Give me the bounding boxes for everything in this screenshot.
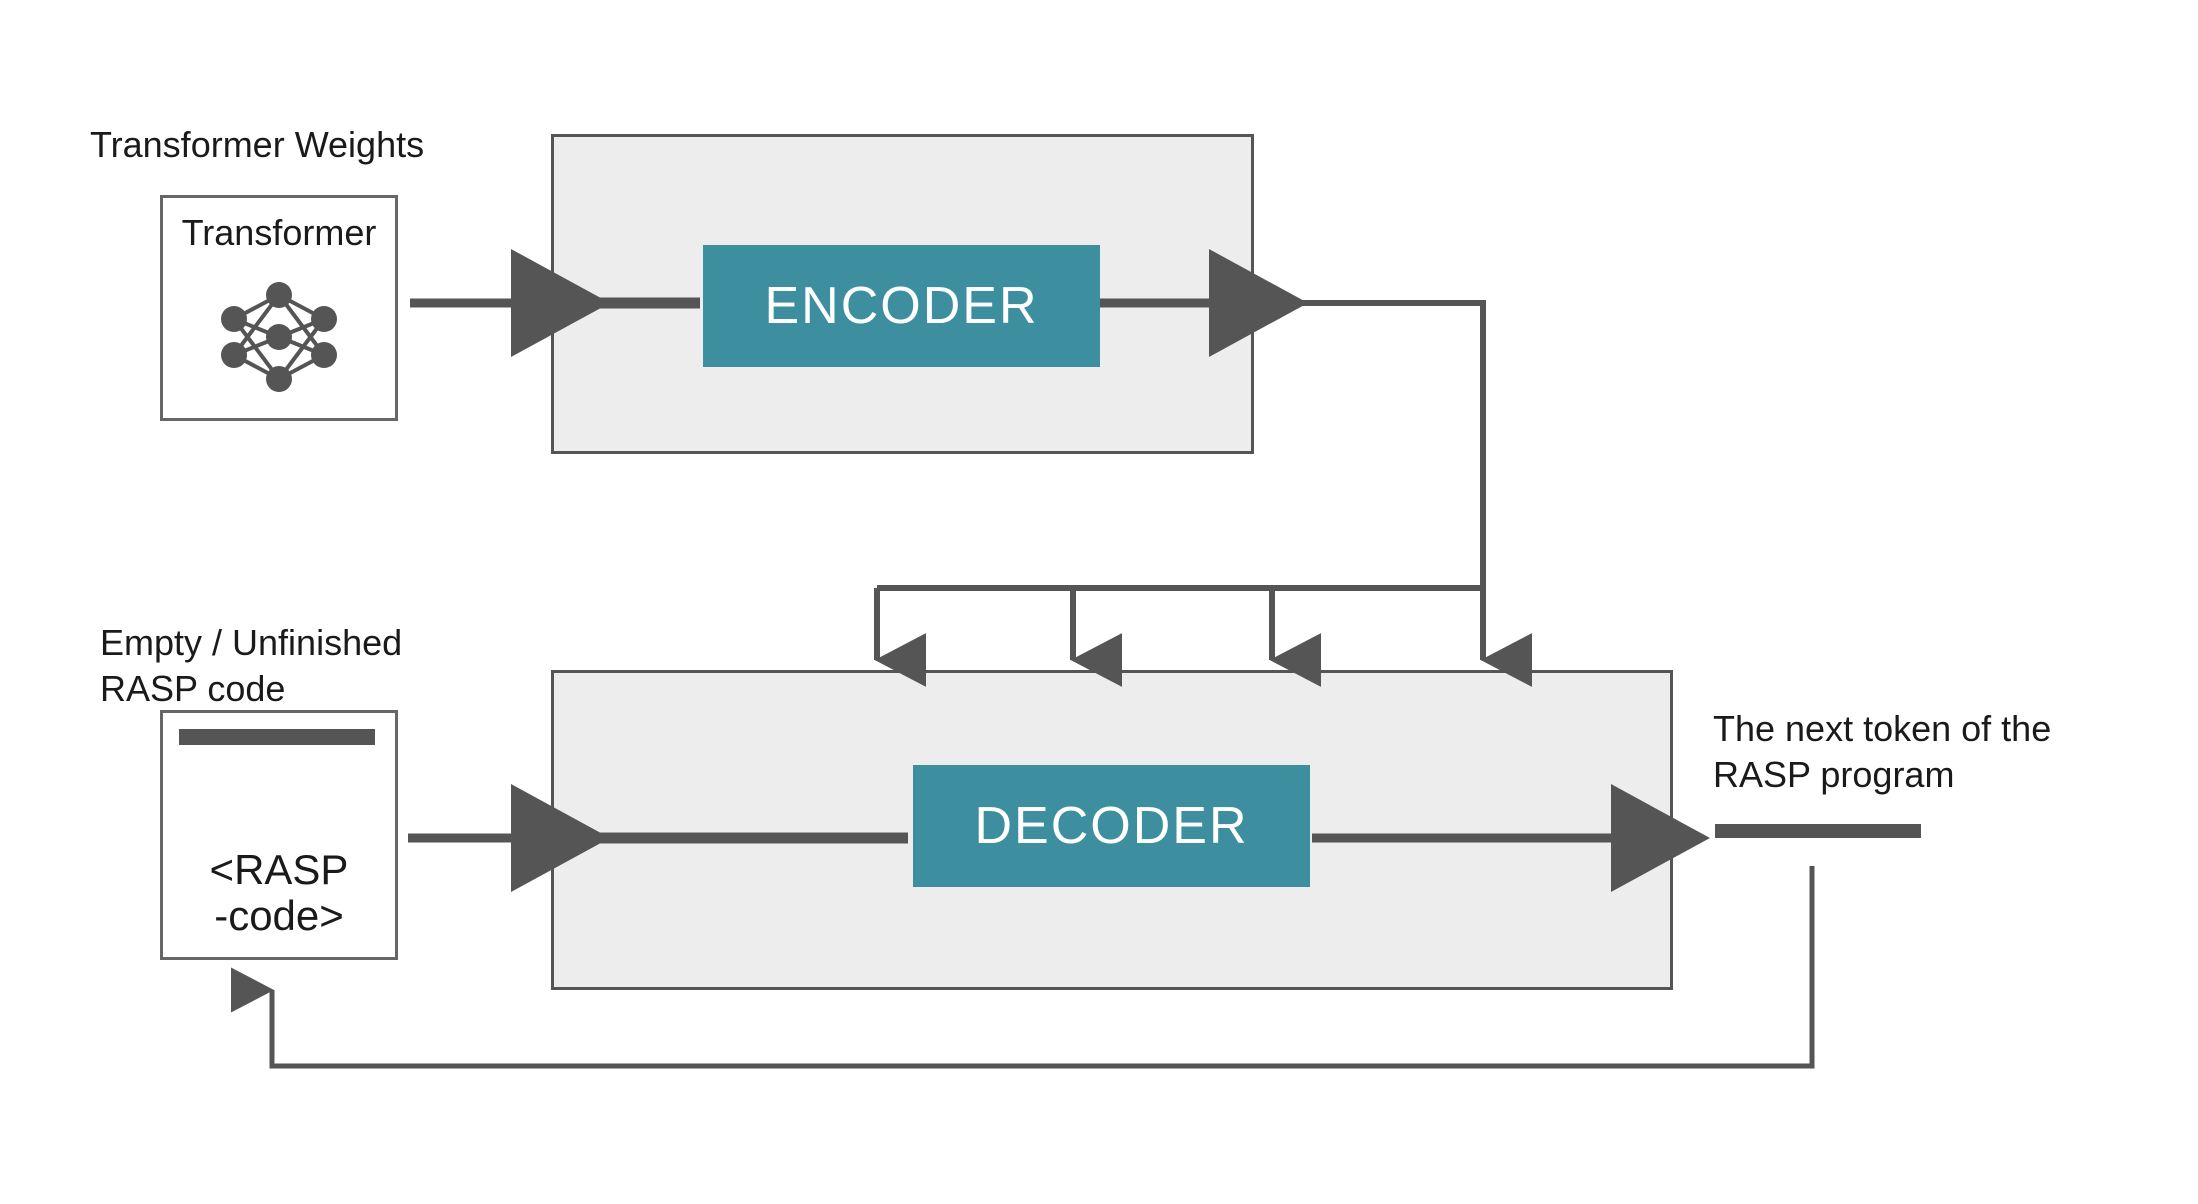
output-token-bar — [1715, 824, 1921, 838]
decoder-block: DECODER — [913, 765, 1310, 887]
code-bar-icon — [179, 729, 375, 745]
label-empty-rasp-code: Empty / Unfinished RASP code — [100, 622, 403, 710]
neural-network-icon — [204, 277, 354, 402]
encoder-to-bus-route — [1254, 300, 1486, 588]
encoder-block: ENCODER — [703, 245, 1100, 367]
label-next-token: The next token of the RASP program — [1713, 708, 2052, 796]
rasp-code-text: <RASP -code> — [209, 845, 349, 939]
transformer-box-title: Transformer — [181, 212, 377, 253]
transformer-weights-box: Transformer — [160, 195, 398, 421]
rasp-code-box: <RASP -code> — [160, 710, 398, 960]
label-transformer-weights: Transformer Weights — [90, 124, 425, 165]
cross-attention-bus — [874, 585, 1533, 687]
